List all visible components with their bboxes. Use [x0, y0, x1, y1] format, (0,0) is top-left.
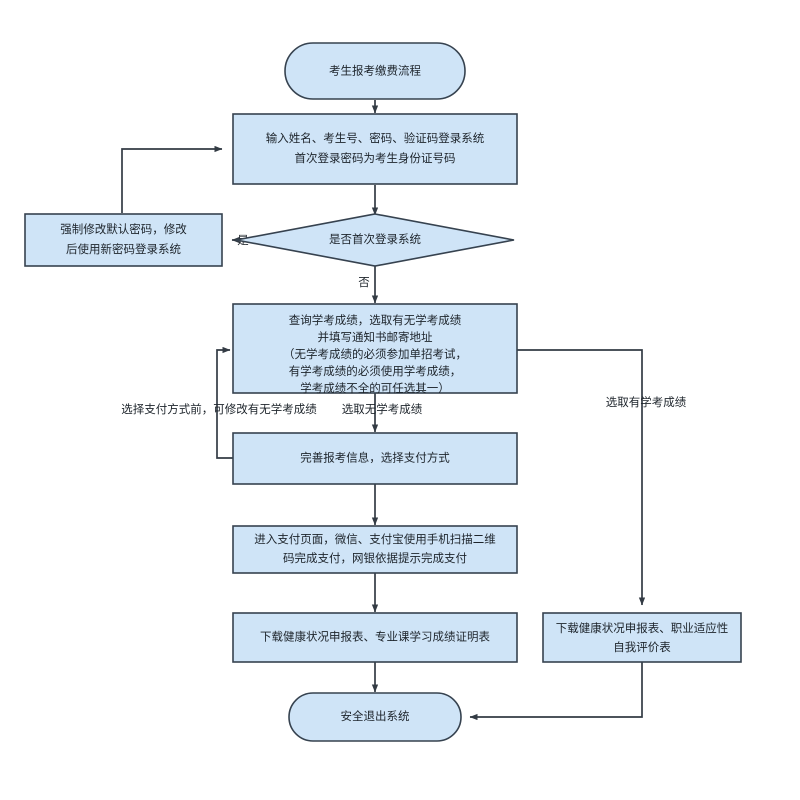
node-login[interactable]: 输入姓名、考生号、密码、验证码登录系统 首次登录密码为考生身份证号码	[232, 113, 518, 185]
node-query-scores[interactable]: 查询学考成绩，选取有无学考成绩 并填写通知书邮寄地址 （无学考成绩的必须参加单招…	[232, 303, 518, 395]
change-password-process-shape[interactable]	[24, 213, 223, 267]
query-scores-label-line1: 查询学考成绩，选取有无学考成绩	[289, 313, 462, 327]
edges	[121, 100, 646, 721]
edge-query-scores-to-download-right	[517, 349, 646, 606]
payment-page-label-line1: 进入支付页面，微信、支付宝使用手机扫描二维	[254, 532, 496, 546]
node-download-right[interactable]: 下载健康状况申报表、职业适应性 自我评价表	[542, 612, 742, 663]
query-scores-label-line4: 有学考成绩的必须使用学考成绩，	[289, 364, 462, 378]
edge-label-pick-has-score: 选取有学考成绩	[606, 395, 687, 409]
node-start[interactable]: 考生报考缴费流程	[284, 42, 466, 100]
node-download-left[interactable]: 下载健康状况申报表、专业课学习成绩证明表	[232, 612, 518, 663]
first-login-decision-shape[interactable]	[235, 213, 515, 267]
download-right-process-shape[interactable]	[542, 612, 742, 663]
download-left-label: 下载健康状况申报表、专业课学习成绩证明表	[260, 630, 490, 644]
node-exit[interactable]: 安全退出系统	[288, 692, 462, 742]
edge-change-password-to-login	[121, 145, 223, 213]
download-right-label-line1: 下载健康状况申报表、职业适应性	[556, 621, 729, 635]
node-first-login-decision[interactable]: 是否首次登录系统	[235, 213, 515, 267]
login-label-line1: 输入姓名、考生号、密码、验证码登录系统	[266, 131, 485, 145]
query-scores-process-shape[interactable]	[232, 303, 518, 394]
download-right-label-line2: 自我评价表	[613, 640, 671, 654]
change-password-label-line1: 强制修改默认密码，修改	[60, 222, 187, 236]
node-payment-page[interactable]: 进入支付页面，微信、支付宝使用手机扫描二维 码完成支付，网银依据提示完成支付	[232, 525, 518, 574]
complete-info-process-shape[interactable]	[232, 432, 518, 485]
download-left-process-shape[interactable]	[232, 612, 518, 663]
node-change-password[interactable]: 强制修改默认密码，修改 后使用新密码登录系统	[24, 213, 223, 267]
exit-terminator-shape[interactable]	[288, 692, 462, 742]
query-scores-label-line5: 学考成绩不全的可任选其一）	[300, 381, 450, 395]
edge-download-right-to-exit	[469, 662, 643, 721]
start-label: 考生报考缴费流程	[329, 64, 421, 78]
edge-labels: 是 否 选择支付方式前，可修改有无学考成绩 选取无学考成绩 选取有学考成绩	[121, 234, 686, 416]
edge-label-modify-before-payment: 选择支付方式前，可修改有无学考成绩	[121, 402, 317, 416]
query-scores-label-line2: 并填写通知书邮寄地址	[318, 330, 433, 344]
node-complete-info[interactable]: 完善报考信息，选择支付方式	[232, 432, 518, 485]
change-password-label-line2: 后使用新密码登录系统	[66, 242, 181, 256]
edge-complete-info-back-to-query-scores	[216, 346, 233, 459]
payment-page-label-line2: 码完成支付，网银依据提示完成支付	[283, 551, 467, 565]
query-scores-label-line3: （无学考成绩的必须参加单招考试，	[283, 347, 467, 361]
complete-info-label: 完善报考信息，选择支付方式	[300, 451, 450, 465]
edge-label-pick-no-score: 选取无学考成绩	[342, 402, 423, 416]
login-label-line2: 首次登录密码为考生身份证号码	[295, 151, 456, 165]
login-process-shape[interactable]	[232, 113, 518, 185]
start-terminator-shape[interactable]	[284, 42, 466, 100]
first-login-decision-label: 是否首次登录系统	[329, 232, 421, 246]
payment-page-process-shape[interactable]	[232, 525, 518, 574]
exit-label: 安全退出系统	[341, 709, 410, 723]
edge-label-no: 否	[358, 277, 370, 289]
